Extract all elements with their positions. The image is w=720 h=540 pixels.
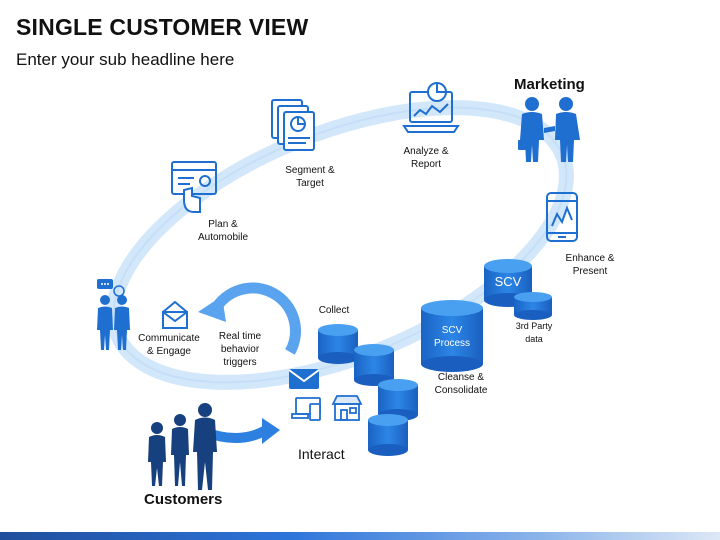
scv-process-label: SCV Process: [433, 325, 471, 349]
customers-people-icon: [148, 403, 217, 490]
collect-label: Collect: [318, 305, 350, 316]
communicate-engage-label: Communicate & Engage: [138, 333, 200, 357]
realtime-triggers-label: Real time behavior triggers: [218, 331, 262, 368]
communicate-envelope-icon: [162, 300, 188, 329]
collect-cylinder-2: [354, 344, 394, 386]
enhance-present-label: Enhance & Present: [565, 253, 615, 277]
collect-cylinder-1: [318, 324, 358, 364]
interact-label: Interact: [298, 446, 345, 462]
interact-devices-icon: [291, 397, 321, 421]
feedback-arrow: [198, 282, 301, 355]
third-party-data-label: 3rd Party data: [515, 321, 553, 344]
page-title: SINGLE CUSTOMER VIEW: [16, 14, 309, 40]
cycle-ring: [106, 100, 574, 390]
plan-dashboard-icon: [171, 161, 217, 213]
third-party-cylinder: [514, 292, 552, 320]
communicate-people-icon: [97, 279, 130, 350]
marketing-label: Marketing: [514, 76, 585, 93]
analyze-report-label: Analyze & Report: [403, 146, 449, 170]
interact-store-icon: [331, 395, 363, 421]
marketing-people-icon: [518, 97, 580, 162]
page-subtitle: Enter your sub headline here: [16, 50, 235, 69]
collect-cylinder-4: [368, 414, 408, 456]
scv-label: SCV: [494, 274, 522, 289]
plan-automobile-label: Plan & Automobile: [197, 219, 249, 243]
cleanse-consolidate-label: Cleanse & Consolidate: [434, 372, 488, 396]
collect-cylinder-3: [378, 379, 418, 421]
segment-document-icon: [271, 99, 315, 151]
analyze-laptop-icon: [402, 82, 460, 133]
footer-gradient-bar: [0, 532, 720, 540]
enhance-phone-icon: [546, 192, 578, 242]
scv-process-cylinder: [421, 300, 483, 372]
customers-label: Customers: [144, 491, 223, 508]
segment-target-label: Segment & Target: [285, 165, 335, 189]
interact-envelope-icon: [288, 369, 320, 389]
